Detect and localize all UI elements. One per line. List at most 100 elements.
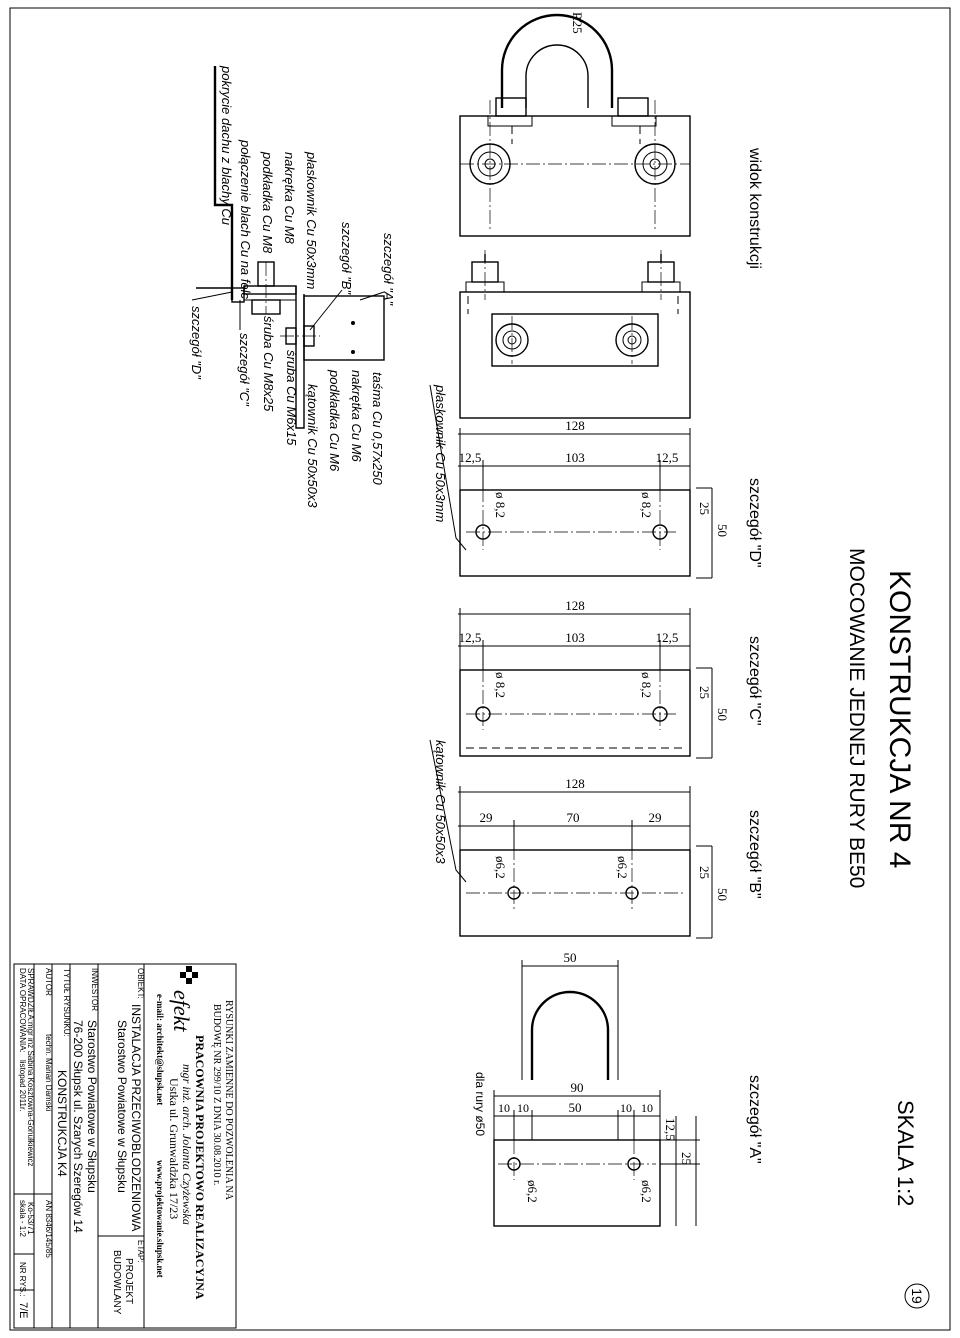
- base-flat-bar: [491, 313, 659, 367]
- approval-line-2: BUDOWĘ NR 299/10 Z DNIA 30.08.2010 r.: [211, 1004, 222, 1185]
- title-block: RYSUNKI ZAMIENNE DO POZWOLENIA NA BUDOWĘ…: [13, 963, 237, 1329]
- label-detail-d: szczegół "D": [189, 306, 204, 380]
- detail-a-plate: [493, 1139, 661, 1227]
- dim-10: 10: [517, 1101, 529, 1115]
- dim-10: 10: [620, 1101, 632, 1115]
- logo-text: efekt: [169, 990, 194, 1032]
- dim-103: 103: [565, 630, 585, 645]
- architect-name: mgr inż. arch. Jolanta Czyżewska: [180, 1064, 194, 1225]
- dim-12-5: 12,5: [459, 630, 482, 645]
- efekt-logo: efekt: [169, 966, 198, 1032]
- author-label: AUTOR: [44, 968, 53, 996]
- author-number: AN 8346/145/85: [44, 1200, 53, 1258]
- etap-line-1: PROJEKT: [123, 1258, 134, 1304]
- dim-50: 50: [715, 524, 730, 537]
- dim-25: 25: [697, 502, 712, 515]
- detail-d-leader: [429, 384, 467, 551]
- dim-50: 50: [715, 708, 730, 721]
- clamp-washer-right: [611, 115, 657, 127]
- leader-line: [309, 289, 343, 331]
- investor-line-1: Starostwo Powiatowe w Słupsku: [85, 1020, 99, 1193]
- dim-12-5: 12,5: [656, 630, 679, 645]
- detail-c-hole-label-left: ø 8,2: [493, 672, 508, 698]
- detail-b-hole-label-left: ø6,2: [493, 856, 508, 879]
- etap-label: ETAP:: [136, 1240, 145, 1263]
- detail-a-hole-label-right: ø6,2: [639, 1180, 654, 1203]
- title-block-frame: [13, 963, 237, 1329]
- dim-25: 25: [679, 1152, 694, 1165]
- dim-10: 10: [641, 1101, 653, 1115]
- clamp-plate: [459, 115, 691, 237]
- dim-70: 70: [567, 810, 580, 825]
- label-washer-m8: podkładka Cu M8: [260, 151, 275, 254]
- detail-c-hole-label-right: ø 8,2: [639, 672, 654, 698]
- drawing-title: KONSTRUKCJA K4: [55, 1070, 69, 1177]
- dim-128: 128: [565, 418, 585, 433]
- label-nut-m8: nakrętka Cu M8: [282, 152, 297, 245]
- detail-c-plate: [459, 669, 691, 757]
- logo-square: [186, 978, 192, 984]
- clamp-nut-left: [495, 97, 527, 117]
- date-value: listopad 2011r.: [18, 1060, 27, 1111]
- base-plate: [459, 291, 691, 419]
- checked-number: Ko-53/71: [26, 1202, 35, 1235]
- detail-a: 50 dla rury ø50 ø6,2 ø6,2 90 50 10 10 10…: [473, 950, 700, 1227]
- date-label: DATA OPRACOWANIA:: [18, 968, 27, 1053]
- object-line-1: INSTALACJA PRZECIWOBLODZENIOWA: [129, 1004, 143, 1231]
- detail-d: ø 8,2 ø 8,2 płaskownik Cu 50x3mm 128 103…: [429, 384, 730, 579]
- angle-section: [295, 286, 305, 429]
- strap-section: [303, 295, 385, 361]
- detail-a-u-bolt: [530, 990, 610, 1080]
- edge-mark: R25: [570, 12, 585, 34]
- detail-c-heading: szczegół "C": [746, 636, 763, 726]
- dim-29: 29: [649, 810, 662, 825]
- detail-b-plate: [459, 849, 691, 937]
- logo-square: [180, 972, 186, 978]
- label-flat-bar: płaskownik Cu 50x3mm: [304, 151, 319, 289]
- label-roof: pokrycie dachu z blachy Cu: [219, 65, 234, 225]
- label-angle: kątownik Cu 50x50x3: [305, 384, 320, 508]
- dim-12-5: 12,5: [459, 450, 482, 465]
- section-view: [196, 66, 385, 429]
- dim-12-5: 12,5: [663, 1118, 678, 1141]
- dim-50: 50: [715, 888, 730, 901]
- detail-a-heading: szczegół "A": [746, 1075, 763, 1164]
- leader-dot: [351, 350, 355, 354]
- approval-line-1: RYSUNKI ZAMIENNE DO POZWOLENIA NA: [223, 1000, 234, 1201]
- investor-line-2: 76-200 Słupsk ul. Szarych Szeregów 14: [71, 1020, 85, 1233]
- author-name: techn. Marian Damski: [44, 1034, 53, 1112]
- u-bolt-inner: [525, 44, 589, 108]
- object-label: OBIEKT:: [136, 968, 145, 999]
- label-detail-c: szczegół "C": [237, 333, 252, 407]
- detail-c: ø 8,2 ø 8,2 128 103 12,5 12,5 25 50: [458, 598, 730, 759]
- drawing-title-label: TYTUŁ RYSUNKU:: [62, 968, 71, 1037]
- dim-90: 90: [571, 1080, 584, 1095]
- dim-29: 29: [480, 810, 493, 825]
- sheet-subtitle: MOCOWANIE JEDNEJ RURY BE50: [845, 548, 868, 888]
- dim-50: 50: [564, 950, 577, 965]
- u-bolt-outer: [500, 13, 614, 108]
- detail-d-plate: [459, 489, 691, 577]
- label-bolt-m8: śruba Cu M8x25: [261, 316, 276, 412]
- label-detail-a: szczegół "A": [381, 233, 396, 306]
- office-address: Ustka ul. Grunwaldzka 17/23: [167, 1078, 181, 1219]
- label-bolt-m6: śruba Cu M6x15: [284, 350, 299, 446]
- view-construction-heading: widok konstrukcji: [746, 147, 763, 269]
- office-web: www.projektowanie.slupsk.net: [155, 1160, 165, 1278]
- detail-b-hole-label-right: ø6,2: [615, 856, 630, 879]
- sheet-border: [9, 7, 951, 1331]
- label-seam: połączenie blach Cu na felc: [238, 139, 253, 299]
- detail-b-leader: [429, 739, 467, 883]
- logo-square: [186, 966, 192, 972]
- dim-128: 128: [565, 598, 585, 613]
- sheet-number-label: NR RYS.:: [18, 1262, 27, 1297]
- dim-25: 25: [697, 866, 712, 879]
- detail-b-heading: szczegół "B": [746, 810, 763, 899]
- construction-clamp: [459, 13, 691, 237]
- leader-line: [359, 291, 385, 301]
- label-washer-m6: podkładka Cu M6: [327, 369, 342, 472]
- dim-10: 10: [498, 1101, 510, 1115]
- leader-dot: [351, 321, 355, 325]
